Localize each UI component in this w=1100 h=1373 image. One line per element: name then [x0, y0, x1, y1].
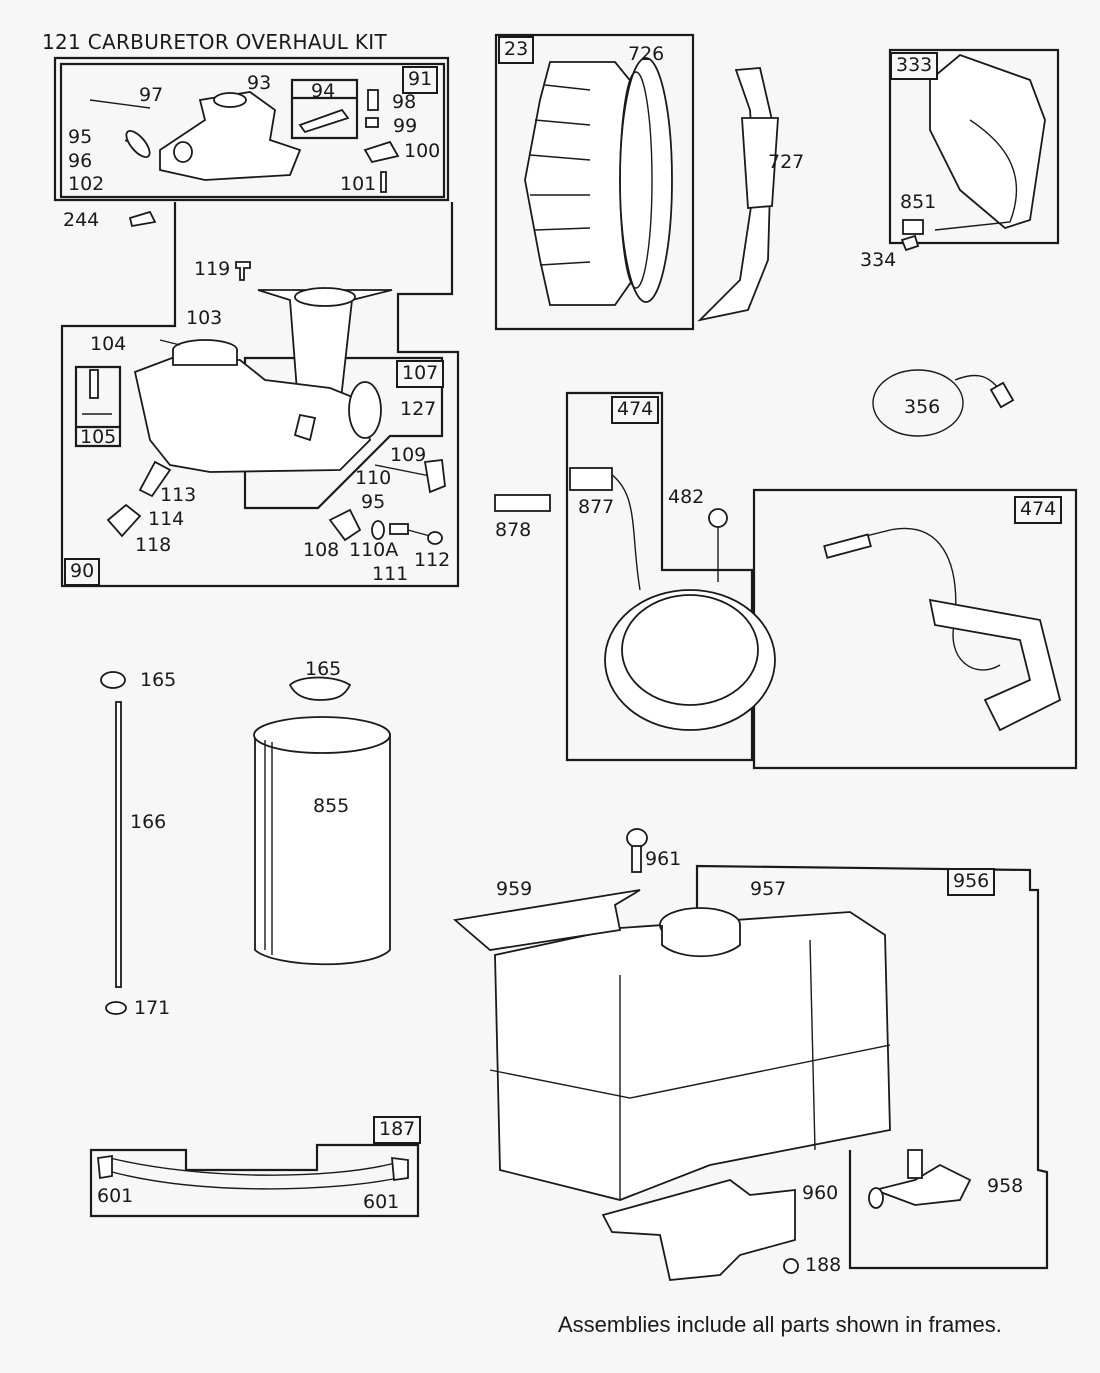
frame-187	[89, 1143, 420, 1218]
frame-label-91: 91	[402, 66, 439, 94]
part-label-726: 726	[628, 43, 665, 65]
part-label-356: 356	[904, 396, 941, 418]
frame-105	[74, 365, 122, 448]
part-label-334: 334	[860, 249, 897, 271]
frame-label-105: 105	[80, 426, 117, 448]
part-label-96: 96	[68, 150, 93, 172]
frame-91-outer	[53, 56, 450, 202]
part-label-113: 113	[160, 484, 197, 506]
part-label-102: 102	[68, 173, 105, 195]
frame-label-107: 107	[396, 360, 445, 388]
frame-label-187: 187	[373, 1116, 422, 1144]
frame-956	[695, 864, 1049, 1270]
part-label-101: 101	[340, 173, 377, 195]
frame-90	[60, 202, 460, 588]
part-label-960: 960	[802, 1182, 839, 1204]
part-label-110: 110	[355, 467, 392, 489]
part-label-111: 111	[372, 563, 409, 585]
ground-wire-356	[872, 369, 1015, 437]
frame-label-956: 956	[947, 868, 996, 896]
part-label-119: 119	[194, 258, 231, 280]
part-label-99: 99	[393, 115, 418, 137]
part-label-103: 103	[186, 307, 223, 329]
part-label-165-sleeve: 165	[305, 658, 342, 680]
part-label-959: 959	[496, 878, 533, 900]
part-label-95: 95	[68, 126, 93, 148]
carburetor-upper-body	[89, 89, 400, 193]
part-label-118: 118	[135, 534, 172, 556]
alternator-charging-coil	[823, 527, 1062, 732]
fuel-line	[97, 1154, 409, 1190]
part-label-727: 727	[768, 151, 805, 173]
part-label-482: 482	[668, 486, 705, 508]
frame-474-left	[565, 391, 754, 762]
frame-107	[243, 356, 444, 510]
part-label-877: 877	[578, 496, 615, 518]
frame-label-333: 333	[890, 52, 939, 80]
part-label-93: 93	[247, 72, 272, 94]
part-label-127: 127	[400, 398, 437, 420]
ignition-coil	[900, 53, 1046, 252]
fuel-tank	[489, 907, 891, 1201]
part-label-171: 171	[134, 997, 171, 1019]
shutoff-valve	[868, 1149, 972, 1209]
sleeve-855	[253, 676, 391, 966]
armature-727	[697, 67, 779, 322]
part-label-110a: 110A	[349, 539, 399, 561]
part-label-957: 957	[750, 878, 787, 900]
part-label-851: 851	[900, 191, 937, 213]
part-label-112: 112	[414, 549, 451, 571]
part-label-601-right: 601	[363, 1191, 400, 1213]
frame-label-94: 94	[311, 80, 336, 102]
part-label-244: 244	[63, 209, 100, 231]
part-label-98: 98	[392, 91, 417, 113]
part-label-114: 114	[148, 508, 185, 530]
part-label-165-wingnut: 165	[140, 669, 177, 691]
part-label-961: 961	[645, 848, 682, 870]
part-label-109: 109	[390, 444, 427, 466]
fuel-tank-bracket	[601, 1179, 796, 1281]
frame-94	[290, 78, 359, 140]
frame-label-90: 90	[64, 558, 101, 586]
part-label-108: 108	[303, 539, 340, 561]
alternator-stator	[494, 467, 776, 731]
part-label-601-left: 601	[97, 1185, 134, 1207]
frame-333	[888, 48, 1060, 245]
part-label-878: 878	[495, 519, 532, 541]
part-label-104: 104	[90, 333, 127, 355]
screw-188	[783, 1258, 799, 1274]
part-label-100: 100	[404, 140, 441, 162]
part-label-958: 958	[987, 1175, 1024, 1197]
screw-961	[626, 828, 648, 873]
part-label-855: 855	[313, 795, 350, 817]
shield-959	[452, 889, 641, 951]
frame-label-474-left: 474	[611, 396, 660, 424]
carburetor-lower-body	[82, 210, 446, 545]
frame-label-23: 23	[498, 36, 535, 64]
part-label-188: 188	[805, 1254, 842, 1276]
frame-label-474-right: 474	[1014, 496, 1063, 524]
part-label-166: 166	[130, 811, 167, 833]
part-label-97: 97	[139, 84, 164, 106]
frame-23	[494, 33, 695, 331]
diagram-title: 121 CARBURETOR OVERHAUL KIT	[42, 30, 387, 54]
flywheel	[524, 57, 673, 306]
footnote: Assemblies include all parts shown in fr…	[558, 1312, 1002, 1337]
dipstick	[100, 671, 127, 1015]
part-label-95b: 95	[361, 491, 386, 513]
